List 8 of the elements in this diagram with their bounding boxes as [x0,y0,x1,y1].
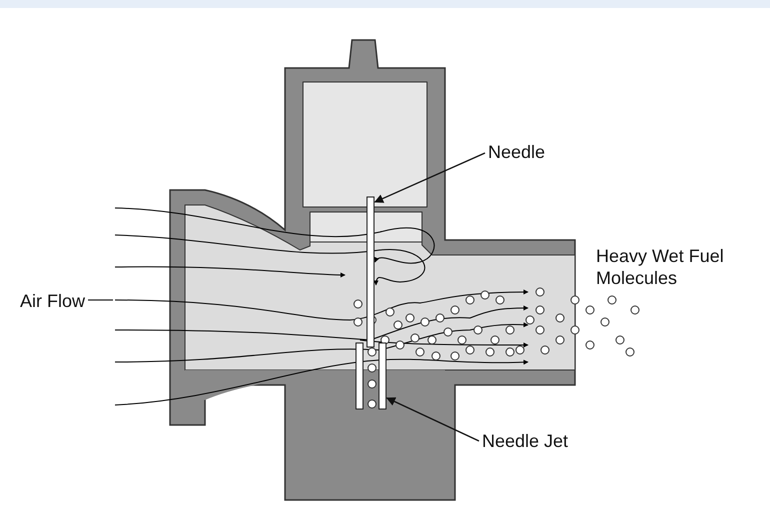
needle [366,196,374,348]
needle-jet [356,342,386,410]
part-label: Heavy Wet Fuel Molecules [596,245,725,289]
leader-line [374,152,486,203]
leader-line [386,397,480,442]
part-label: Needle Jet [482,430,568,452]
part-label: Needle [488,141,546,163]
flow-label: Air Flow [20,290,86,312]
